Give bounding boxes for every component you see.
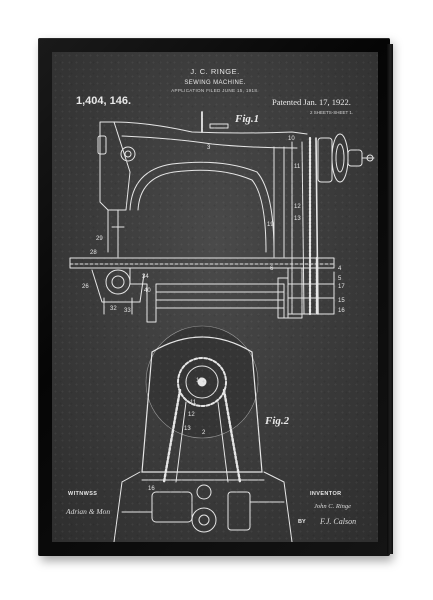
- figure-2-drive-mechanism: [113, 325, 293, 542]
- frame-side-edge: [387, 44, 393, 554]
- callout-fig2-12: 12: [188, 412, 195, 418]
- callout-3: 3: [207, 145, 211, 151]
- callout-33: 33: [124, 308, 131, 314]
- inventor-signature: John C. Ringe: [314, 503, 352, 510]
- callout-11: 11: [294, 164, 301, 170]
- figure-1-label: Fig.1: [235, 113, 260, 125]
- callout-29: 29: [96, 236, 103, 242]
- witness-signature: Adrian & Mon: [66, 507, 111, 516]
- patent-number: 1,404, 146.: [76, 95, 132, 107]
- callout-6: 6: [270, 266, 274, 272]
- application-date: APPLICATION FILED JUNE 15, 1918.: [171, 88, 259, 93]
- callout-17: 17: [338, 284, 345, 290]
- callout-12: 12: [294, 204, 301, 210]
- sewing-machine-drawing: [69, 111, 375, 542]
- callout-fig2-10: 10: [196, 378, 203, 384]
- patent-title: SEWING MACHINE.: [184, 80, 246, 86]
- callout-26: 26: [82, 284, 89, 290]
- by-label: BY: [298, 519, 306, 525]
- patented-date: Patented Jan. 17, 1922.: [272, 97, 351, 107]
- callout-16: 16: [338, 308, 345, 314]
- callout-13: 13: [294, 216, 301, 222]
- callout-28: 28: [90, 250, 97, 256]
- callout-fig2-16: 16: [148, 486, 155, 492]
- callout-34: 34: [142, 274, 149, 280]
- patent-poster: J. C. RINGE. SEWING MACHINE. APPLICATION…: [52, 52, 378, 542]
- inventor-name: J. C. RINGE.: [190, 67, 240, 76]
- callout-fig2-11: 11: [190, 400, 197, 406]
- callout-5: 5: [338, 276, 342, 282]
- inventor-label: INVENTOR: [310, 491, 342, 497]
- callout-10: 10: [288, 136, 295, 142]
- witnesses-label: WITNWSS: [68, 491, 98, 497]
- figure-1-sewing-machine: [69, 111, 375, 323]
- callout-4: 4: [338, 266, 342, 272]
- callout-40: 40: [144, 288, 151, 294]
- callout-15: 15: [338, 298, 345, 304]
- handwheel-pulley: [317, 133, 375, 183]
- callout-32: 32: [110, 306, 117, 312]
- sheet-count: 2 SHEETS-SHEET 1.: [310, 110, 354, 115]
- callout-fig2-2: 2: [202, 430, 206, 436]
- callout-19: 19: [267, 222, 274, 228]
- attorney-signature: F.J. Calson: [320, 517, 357, 526]
- callout-fig2-13: 13: [184, 426, 191, 432]
- figure-2-label: Fig.2: [265, 415, 290, 427]
